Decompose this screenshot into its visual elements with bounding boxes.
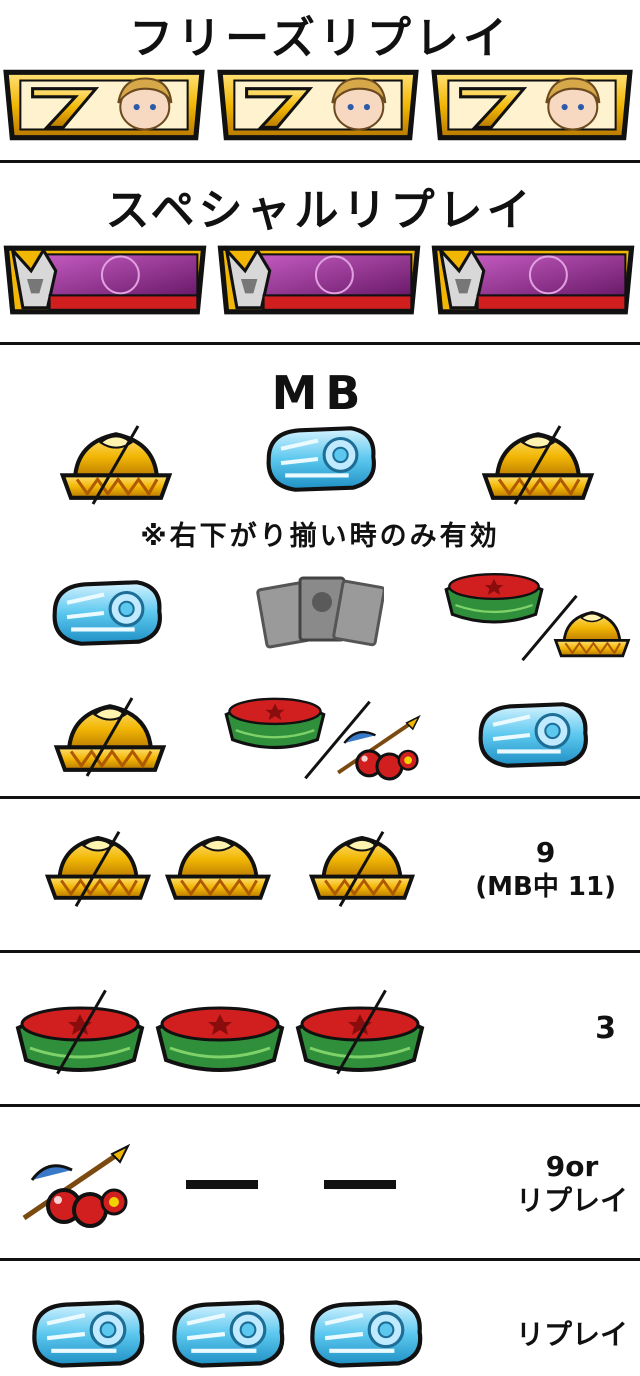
special-replay-title: スペシャルリプレイ bbox=[105, 185, 535, 236]
replay-icon bbox=[164, 1292, 290, 1376]
replay-icon bbox=[470, 694, 594, 776]
ignition-icon bbox=[2, 240, 208, 318]
payout-value: 9 bbox=[535, 836, 556, 869]
bell-payout: 9 (MB中 11) bbox=[475, 836, 616, 904]
seven-lady-icon bbox=[2, 66, 206, 144]
payout-value: 9or bbox=[545, 1150, 599, 1183]
section-divider bbox=[0, 1104, 640, 1107]
bell-icon bbox=[550, 604, 634, 660]
section-divider bbox=[0, 1258, 640, 1261]
replay-icon bbox=[302, 1292, 428, 1376]
section-divider bbox=[0, 342, 640, 345]
replay-payout: リプレイ bbox=[515, 1318, 628, 1351]
watermelon-payout: 3 bbox=[595, 1011, 616, 1046]
any-symbol-dash bbox=[186, 1180, 258, 1189]
replay-icon bbox=[44, 572, 168, 654]
mb-condition-note: ※右下がり揃い時のみ有効 bbox=[140, 521, 500, 552]
section-divider bbox=[0, 160, 640, 163]
replay-icon bbox=[24, 1292, 150, 1376]
any-symbol-dash bbox=[324, 1180, 396, 1189]
cards-icon bbox=[254, 572, 384, 652]
watermelon-icon bbox=[150, 990, 290, 1080]
replay-icon bbox=[258, 418, 382, 500]
watermelon-icon bbox=[440, 560, 548, 630]
ignition-icon bbox=[430, 240, 636, 318]
cherry-payout: 9or リプレイ bbox=[516, 1150, 628, 1218]
cherry-icon bbox=[14, 1140, 134, 1230]
bell-icon bbox=[160, 826, 276, 904]
watermelon-icon bbox=[220, 684, 330, 756]
seven-lady-icon bbox=[430, 66, 634, 144]
mb-title: MB bbox=[271, 366, 369, 420]
section-divider bbox=[0, 796, 640, 799]
freeze-replay-title: フリーズリプレイ bbox=[129, 13, 511, 64]
payout-note: (MB中 11) bbox=[475, 872, 616, 902]
ignition-icon bbox=[216, 240, 422, 318]
section-divider bbox=[0, 950, 640, 953]
cherry-icon bbox=[330, 712, 424, 782]
seven-lady-icon bbox=[216, 66, 420, 144]
payout-note: リプレイ bbox=[515, 1184, 628, 1217]
